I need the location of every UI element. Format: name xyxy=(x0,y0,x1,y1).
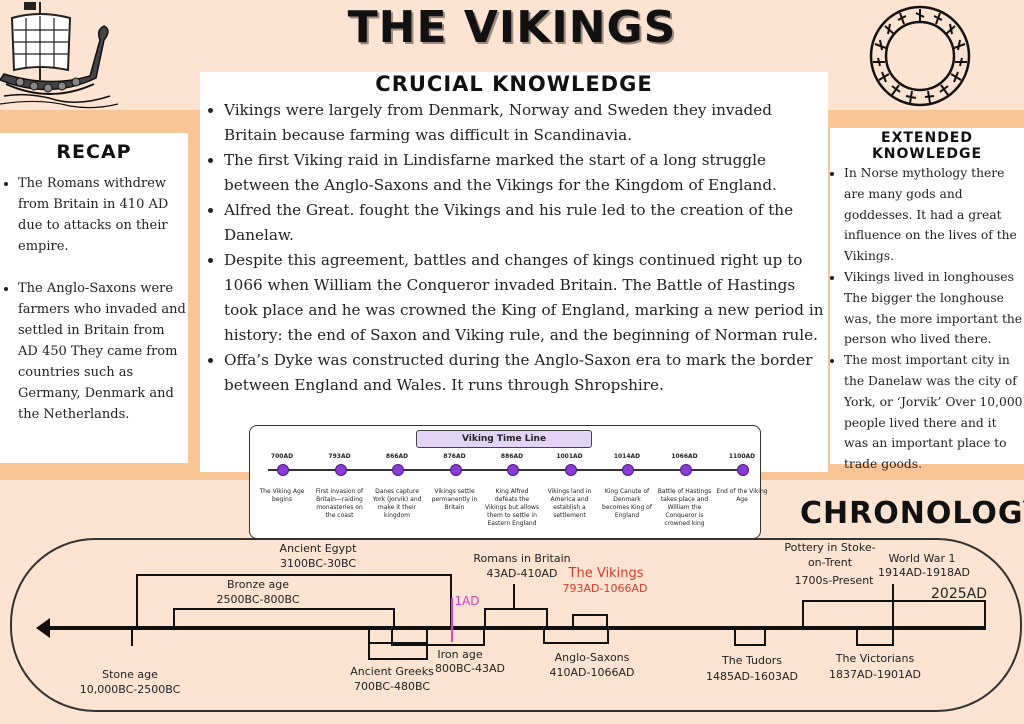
recap-item: The Anglo-Saxons were farmers who invade… xyxy=(18,278,188,425)
victorians-bracket xyxy=(856,630,894,646)
recap-heading: RECAP xyxy=(56,141,132,163)
timeline-year: 700AD xyxy=(270,453,294,460)
timeline-dot xyxy=(507,464,519,476)
recap-panel: RECAP The Romans withdrew from Britain i… xyxy=(0,133,188,463)
timeline-dot xyxy=(622,464,634,476)
timeline-dot xyxy=(449,464,462,476)
pottery-dates: 1700s-Present xyxy=(794,574,874,587)
marker-1ad-line xyxy=(451,598,453,642)
now-label: 2025AD xyxy=(931,586,987,602)
stone-age-tick xyxy=(131,628,133,646)
ancient-greeks-name: Ancient Greeks xyxy=(350,665,434,678)
bronze-age-bracket xyxy=(173,608,395,630)
ww1-stem xyxy=(892,584,894,628)
timeline-dot xyxy=(679,464,692,476)
chronology-heading: CHRONOLOGY xyxy=(800,496,1024,531)
timeline-event-text: Vikings land in America and establish a … xyxy=(547,488,592,519)
ww1-name: World War 1 xyxy=(888,552,956,565)
chronology-oval xyxy=(10,538,1022,712)
ancient-egypt-name: Ancient Egypt xyxy=(279,542,357,555)
crucial-item: Alfred the Great. fought the Vikings and… xyxy=(224,198,828,248)
chronology-line xyxy=(46,626,986,630)
timeline-dot xyxy=(737,464,749,476)
tudors-bracket xyxy=(734,630,766,646)
extended-panel: EXTENDED KNOWLEDGE In Norse mythology th… xyxy=(830,128,1024,471)
timeline-event-text: End of the Viking Age xyxy=(716,488,768,503)
viking-ship-icon xyxy=(0,0,120,112)
ancient-greeks-dates: 700BC-480BC xyxy=(353,680,431,693)
extended-item: Vikings lived in longhouses The bigger t… xyxy=(844,267,1024,350)
anglo-saxons-dates: 410AD-1066AD xyxy=(549,666,635,679)
victorians-name: The Victorians xyxy=(835,652,915,665)
timeline-year: 1100AD xyxy=(728,453,756,460)
timeline-year: 793AD xyxy=(328,453,351,460)
iron-age-bracket xyxy=(391,630,485,646)
stone-age-dates: 10,000BC-2500BC xyxy=(79,683,181,696)
timeline-axis xyxy=(268,469,742,471)
tudors-dates: 1485AD-1603AD xyxy=(706,670,798,683)
timeline-dot xyxy=(334,464,347,476)
crucial-item: The first Viking raid in Lindisfarne mar… xyxy=(224,148,828,198)
anglo-saxons-bracket xyxy=(543,630,609,644)
ancient-egypt-dates: 3100BC-30BC xyxy=(279,557,357,570)
crucial-item: Vikings were largely from Denmark, Norwa… xyxy=(224,98,828,148)
extended-heading: EXTENDED KNOWLEDGE xyxy=(871,130,983,162)
romans-bracket xyxy=(484,608,548,630)
timeline-event-text: Battle of Hastings takes place and Willi… xyxy=(657,488,712,527)
page-title: THE VIKINGS xyxy=(347,2,677,53)
timeline-title: Viking Time Line xyxy=(416,430,592,448)
romans-dates: 43AD-410AD xyxy=(486,567,558,580)
arrow-left-icon xyxy=(36,618,50,638)
timeline-dot xyxy=(277,464,289,476)
chronology-diagram: Stone age 10,000BC-2500BC Ancient Egypt … xyxy=(0,538,1024,724)
ww1-dates: 1914AD-1918AD xyxy=(878,566,970,579)
timeline-event-text: The Viking Age begins xyxy=(259,488,305,503)
iron-age-dates: 800BC-43AD xyxy=(435,662,505,675)
viking-timeline: Viking Time Line 700AD The Viking Age beg… xyxy=(249,425,768,539)
timeline-dot xyxy=(392,464,404,476)
romans-name: Romans in Britain xyxy=(473,552,571,565)
anglo-saxons-name: Anglo-Saxons xyxy=(554,651,630,664)
crucial-item: Despite this agreement, battles and chan… xyxy=(224,248,828,348)
timeline-year: 1066AD xyxy=(671,453,698,460)
vikings-dates: 793AD-1066AD xyxy=(562,582,648,595)
timeline-event-text: King Canute of Denmark becomes King of E… xyxy=(602,488,652,519)
rune-circle-icon xyxy=(868,4,972,108)
tudors-name: The Tudors xyxy=(722,654,782,667)
timeline-year: 1001AD xyxy=(556,453,583,460)
pottery-bracket xyxy=(802,600,986,630)
vikings-bracket xyxy=(572,614,608,630)
crucial-list: Vikings were largely from Denmark, Norwa… xyxy=(200,98,828,398)
extended-item: In Norse mythology there are many gods a… xyxy=(844,163,1024,267)
recap-item: The Romans withdrew from Britain in 410 … xyxy=(18,173,188,257)
bronze-age-name: Bronze age xyxy=(226,578,290,591)
crucial-panel: CRUCIAL KNOWLEDGE Vikings were largely f… xyxy=(200,72,828,472)
bronze-age-dates: 2500BC-800BC xyxy=(216,593,300,606)
timeline-year: 1014AD xyxy=(613,453,641,460)
extended-item: The most important city in the Danelaw w… xyxy=(844,350,1024,475)
ancient-greeks-inner xyxy=(368,642,426,644)
timeline-event-text: First invasion of Britain—raiding monast… xyxy=(315,488,364,519)
extended-list: In Norse mythology there are many gods a… xyxy=(830,163,1024,475)
crucial-heading: CRUCIAL KNOWLEDGE xyxy=(375,72,653,96)
timeline-event-text: Vikings settle permanently in Britain xyxy=(431,488,478,511)
vikings-name: The Vikings xyxy=(568,566,644,581)
crucial-item: Offa’s Dyke was constructed during the A… xyxy=(224,348,828,398)
timeline-event-text: King Alfred defeats the Vikings but allo… xyxy=(484,488,539,527)
romans-stem xyxy=(513,584,515,608)
marker-1ad-label: 1AD xyxy=(454,594,480,608)
timeline-year: 876AD xyxy=(443,453,466,460)
recap-list: The Romans withdrew from Britain in 410 … xyxy=(0,173,188,425)
iron-age-name: Iron age xyxy=(437,648,483,661)
stone-age-name: Stone age xyxy=(102,668,158,681)
timeline-year: 886AD xyxy=(500,453,524,460)
timeline-dot xyxy=(564,464,577,476)
timeline-event-text: Danes capture York (Jorvik) and make it … xyxy=(372,488,422,519)
victorians-dates: 1837AD-1901AD xyxy=(829,668,921,681)
pottery-name: Pottery in Stoke-on-Trent xyxy=(784,541,876,569)
timeline-year: 866AD xyxy=(385,453,409,460)
